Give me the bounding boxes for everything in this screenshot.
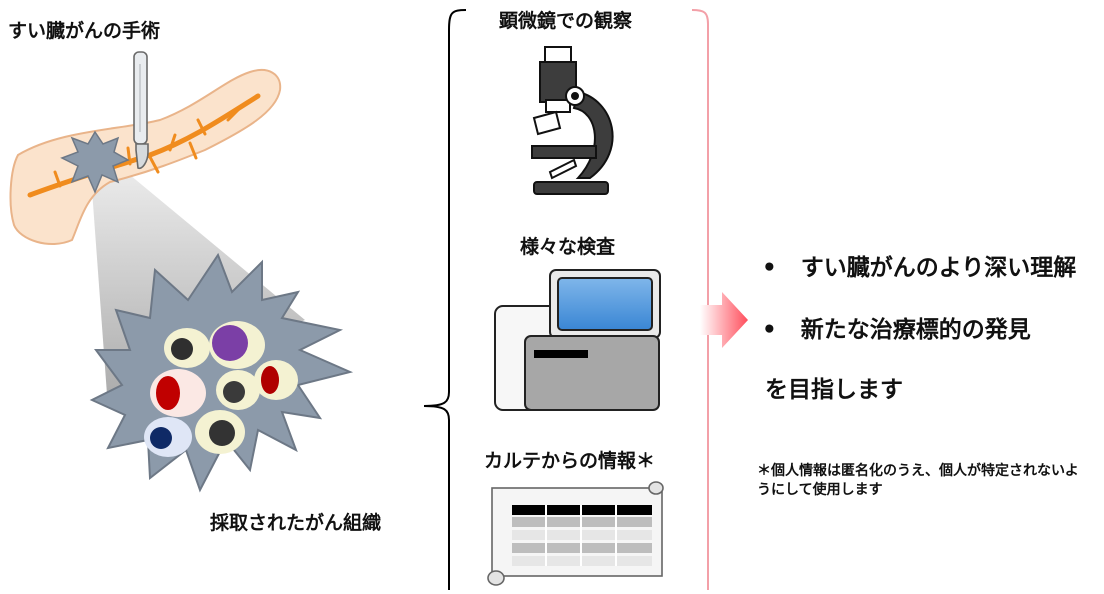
goal-text: 新たな治療標的の発見 <box>800 317 1031 343</box>
records-label: カルテからの情報＊ <box>484 450 656 472</box>
bullet: • <box>762 255 777 281</box>
privacy-note: ＊個人情報は匿名化のうえ、個人が特定されないようにして使用します <box>757 463 1079 498</box>
scalpel-icon <box>133 51 149 170</box>
left-brace <box>423 9 467 590</box>
goal-item: • 新たな治療標的の発見 <box>762 310 1031 344</box>
right-bracket <box>691 9 709 590</box>
test-machine-icon <box>494 269 661 411</box>
closing-text: を目指します <box>765 377 903 403</box>
tissue-label: 採取されたがん組織 <box>210 512 382 534</box>
goal-item: • すい臓がんのより深い理解 <box>762 248 1076 282</box>
microscope-label: 顕微鏡での観察 <box>499 10 633 32</box>
microscope-icon <box>531 46 614 195</box>
medical-record-icon <box>487 481 664 586</box>
surgery-label: すい臓がんの手術 <box>8 20 161 42</box>
tests-label: 様々な検査 <box>520 236 616 258</box>
bullet: • <box>762 317 777 343</box>
result-arrow-icon <box>700 292 748 348</box>
tumor-tissue-illustration <box>89 252 354 493</box>
goal-text: すい臓がんのより深い理解 <box>800 255 1077 281</box>
tumor-on-pancreas-icon <box>60 130 130 194</box>
